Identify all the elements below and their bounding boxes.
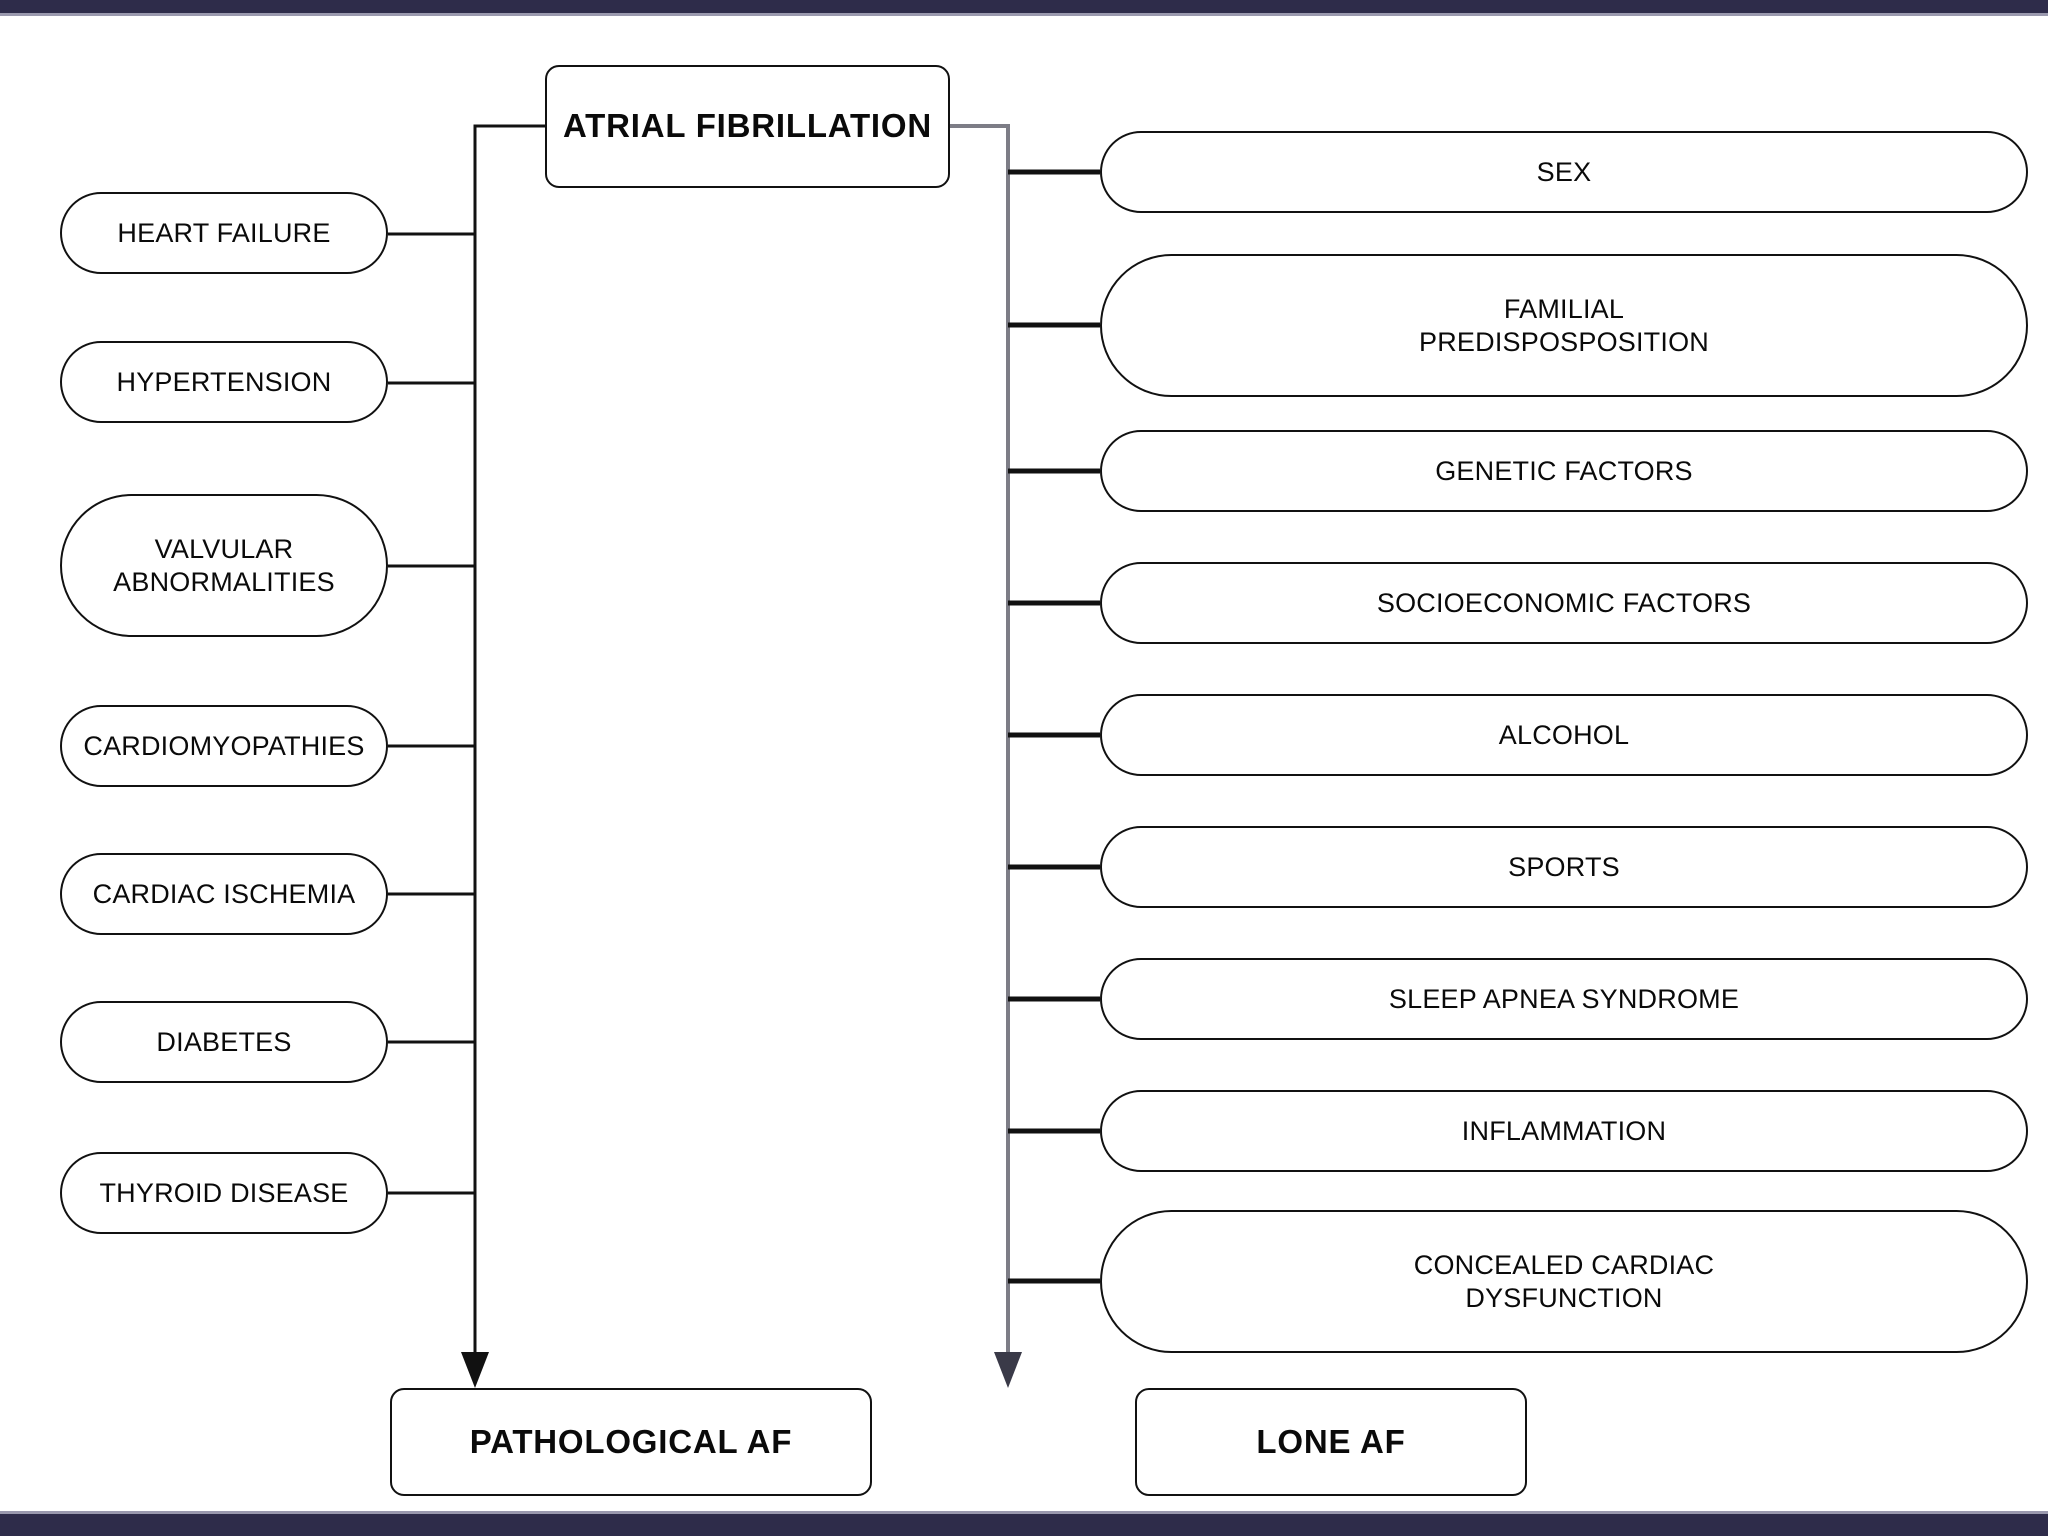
node-label-atrial-fibrillation: ATRIAL FIBRILLATION	[563, 107, 932, 145]
node-thyroid-disease[interactable]: THYROID DISEASE	[60, 1152, 388, 1234]
node-label-familial-predisposition-line2: PREDISPOSPOSITION	[1419, 326, 1709, 357]
node-label-thyroid-disease: THYROID DISEASE	[99, 1177, 349, 1208]
node-label-concealed-cardiac-dysfunction-line2: DYSFUNCTION	[1465, 1282, 1663, 1313]
node-sports[interactable]: SPORTS	[1100, 826, 2028, 908]
node-concealed-cardiac-dysfunction[interactable]: CONCEALED CARDIAC DYSFUNCTION	[1100, 1210, 2028, 1353]
node-pathological-af[interactable]: PATHOLOGICAL AF	[390, 1388, 872, 1496]
node-valvular-abnormalities[interactable]: VALVULAR ABNORMALITIES	[60, 494, 388, 637]
node-hypertension[interactable]: HYPERTENSION	[60, 341, 388, 423]
node-label-alcohol: ALCOHOL	[1498, 719, 1630, 750]
node-label-valvular-abnormalities-line2: ABNORMALITIES	[113, 566, 335, 597]
node-label-hypertension: HYPERTENSION	[116, 366, 332, 397]
top-frame-band	[0, 0, 2048, 13]
node-label-heart-failure: HEART FAILURE	[117, 217, 331, 248]
bottom-frame-rule	[0, 1511, 2048, 1514]
node-label-familial-predisposition-line1: FAMILIAL	[1503, 293, 1625, 324]
node-label-sleep-apnea-syndrome: SLEEP APNEA SYNDROME	[1388, 983, 1740, 1014]
arrowhead-pathological	[461, 1352, 489, 1388]
node-sleep-apnea-syndrome[interactable]: SLEEP APNEA SYNDROME	[1100, 958, 2028, 1040]
node-familial-predisposition[interactable]: FAMILIAL PREDISPOSPOSITION	[1100, 254, 2028, 397]
node-cardiac-ischemia[interactable]: CARDIAC ISCHEMIA	[60, 853, 388, 935]
node-genetic-factors[interactable]: GENETIC FACTORS	[1100, 430, 2028, 512]
arrowhead-lone	[994, 1352, 1022, 1388]
node-heart-failure[interactable]: HEART FAILURE	[60, 192, 388, 274]
node-lone-af[interactable]: LONE AF	[1135, 1388, 1527, 1496]
node-label-lone-af: LONE AF	[1256, 1422, 1406, 1460]
node-socioeconomic-factors[interactable]: SOCIOECONOMIC FACTORS	[1100, 562, 2028, 644]
node-label-concealed-cardiac-dysfunction-line1: CONCEALED CARDIAC	[1413, 1249, 1715, 1280]
node-atrial-fibrillation[interactable]: ATRIAL FIBRILLATION	[545, 65, 950, 188]
node-diabetes[interactable]: DIABETES	[60, 1001, 388, 1083]
node-label-genetic-factors: GENETIC FACTORS	[1435, 455, 1693, 486]
node-label-valvular-abnormalities-line1: VALVULAR	[154, 533, 294, 564]
node-label-inflammation: INFLAMMATION	[1461, 1115, 1667, 1146]
node-label-pathological-af: PATHOLOGICAL AF	[469, 1422, 793, 1460]
node-alcohol[interactable]: ALCOHOL	[1100, 694, 2028, 776]
node-label-sex: SEX	[1536, 156, 1592, 187]
node-cardiomyopathies[interactable]: CARDIOMYOPATHIES	[60, 705, 388, 787]
node-label-socioeconomic-factors: SOCIOECONOMIC FACTORS	[1376, 587, 1752, 618]
node-label-cardiomyopathies: CARDIOMYOPATHIES	[83, 730, 365, 761]
node-label-cardiac-ischemia: CARDIAC ISCHEMIA	[92, 878, 356, 909]
node-inflammation[interactable]: INFLAMMATION	[1100, 1090, 2028, 1172]
node-label-diabetes: DIABETES	[156, 1026, 292, 1057]
node-label-sports: SPORTS	[1508, 851, 1620, 882]
top-frame-rule	[0, 13, 2048, 16]
bottom-frame-band	[0, 1514, 2048, 1536]
node-sex[interactable]: SEX	[1100, 131, 2028, 213]
